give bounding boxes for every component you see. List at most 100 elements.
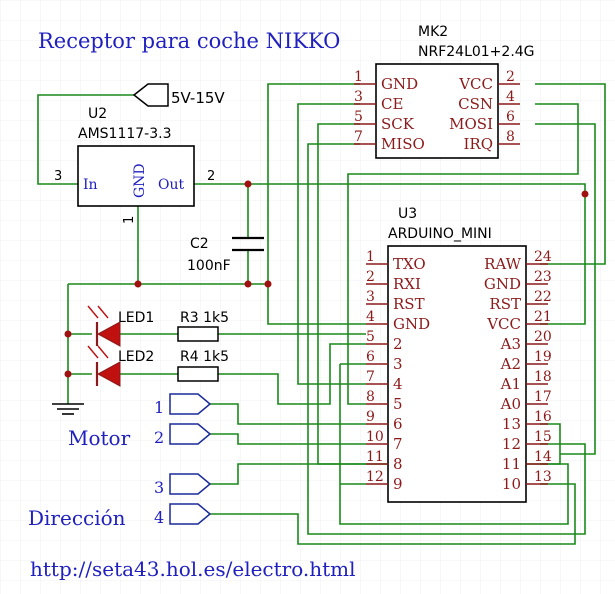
regulator-body bbox=[77, 145, 195, 207]
led1: LED1 R3 1k5 bbox=[87, 305, 229, 347]
connector-port-icon bbox=[169, 503, 212, 525]
arduino-right-pin-name: A3 bbox=[500, 335, 521, 353]
arduino-body bbox=[387, 245, 527, 503]
arduino-left-pin-name: 2 bbox=[393, 335, 403, 353]
arduino-left-pin-number: 9 bbox=[366, 409, 375, 425]
arduino-right-pin-name: GND bbox=[484, 275, 521, 293]
direccion-port-4: 4 bbox=[154, 508, 164, 527]
schematic-title: Receptor para coche NIKKO bbox=[38, 29, 340, 53]
arduino-left-pin-number: 7 bbox=[366, 369, 375, 385]
radio-left-pin-number: 5 bbox=[354, 109, 363, 125]
arduino-right-pin-name: 13 bbox=[502, 415, 521, 433]
radio-left-pin-name: GND bbox=[381, 75, 418, 93]
arduino-right-pin-number: 24 bbox=[534, 249, 552, 265]
junction-dot bbox=[244, 280, 252, 288]
resistor-icon bbox=[177, 326, 219, 342]
radio-right-pin-number: 6 bbox=[506, 109, 515, 125]
arduino-left-pin-name: GND bbox=[393, 315, 430, 333]
arduino-left-pin-name: 5 bbox=[393, 395, 403, 413]
regulator-ref: U2 bbox=[88, 106, 107, 122]
footer-url: http://seta43.hol.es/electro.html bbox=[30, 557, 356, 581]
power-input-flag: 5V-15V bbox=[132, 83, 225, 107]
ground-icon bbox=[52, 403, 84, 415]
power-label: 5V-15V bbox=[171, 89, 225, 107]
arduino-right-pin-number: 16 bbox=[534, 409, 552, 425]
led2: LED2 R4 1k5 bbox=[87, 345, 229, 387]
junctions bbox=[64, 180, 589, 378]
junction-dot bbox=[264, 280, 272, 288]
regulator-pin-in: In bbox=[83, 177, 98, 193]
arduino-left-pin-name: 7 bbox=[393, 435, 403, 453]
radio-right-pin-number: 8 bbox=[506, 129, 515, 145]
radio-value: NRF24L01+2.4G bbox=[418, 44, 535, 60]
direccion-label: Dirección bbox=[28, 506, 126, 530]
led-icon bbox=[96, 361, 121, 387]
arduino-right-pin-name: 11 bbox=[502, 455, 521, 473]
arduino-left-pin-number: 10 bbox=[366, 429, 384, 445]
led-icon bbox=[96, 321, 121, 347]
arduino-right-pin-number: 14 bbox=[534, 449, 552, 465]
direccion-port-3: 3 bbox=[154, 478, 164, 497]
arduino-right-pin-number: 21 bbox=[534, 309, 552, 325]
arduino-right-pin-name: RST bbox=[489, 295, 521, 313]
radio-left-pin-name: CE bbox=[381, 95, 403, 113]
arduino-right-pin-name: A1 bbox=[500, 375, 521, 393]
arduino-right-pin-number: 23 bbox=[534, 269, 552, 285]
radio-right-pin-name: VCC bbox=[458, 75, 493, 93]
arduino-left-pin-number: 6 bbox=[366, 349, 375, 365]
wires bbox=[37, 83, 606, 545]
arduino-right-pin-number: 22 bbox=[534, 289, 552, 305]
regulator-u2: U2 AMS1117-3.3 3 In Out 2 GND 1 bbox=[54, 106, 215, 224]
arduino-right-pin-number: 20 bbox=[534, 329, 552, 345]
arduino-left-pin-number: 5 bbox=[366, 329, 375, 345]
arduino-left-pin-number: 12 bbox=[366, 469, 384, 485]
regulator-pin-out: Out bbox=[158, 177, 184, 193]
junction-dot bbox=[244, 180, 252, 188]
arduino-right-pin-name: A2 bbox=[500, 355, 521, 373]
radio-ref: MK2 bbox=[418, 24, 448, 40]
led2-resistor: R4 1k5 bbox=[180, 349, 229, 365]
arduino-left-pin-name: 6 bbox=[393, 415, 403, 433]
direccion-connectors: 3 4 Dirección bbox=[28, 473, 212, 530]
arduino-right-pin-name: RAW bbox=[484, 255, 522, 273]
radio-left-pin-number: 3 bbox=[354, 89, 363, 105]
radio-left-pin-number: 1 bbox=[354, 69, 363, 85]
arduino-right-pin-number: 19 bbox=[534, 349, 552, 365]
regulator-pin-gnd: GND bbox=[132, 163, 148, 198]
radio-right-pin-name: MOSI bbox=[449, 115, 493, 133]
arduino-value: ARDUINO_MINI bbox=[388, 226, 492, 242]
radio-right-pin-name: IRQ bbox=[463, 135, 493, 153]
regulator-pin-out-num: 2 bbox=[207, 169, 215, 184]
connector-port-icon bbox=[169, 393, 212, 415]
junction-dot bbox=[64, 330, 72, 338]
arduino-left-pin-number: 11 bbox=[366, 449, 384, 465]
input-port-icon bbox=[132, 83, 169, 107]
regulator-value: AMS1117-3.3 bbox=[78, 126, 172, 142]
motor-port-1: 1 bbox=[154, 398, 164, 417]
arduino-left-pin-number: 1 bbox=[366, 249, 375, 265]
arduino-right-pin-number: 18 bbox=[534, 369, 552, 385]
radio-right-pin-number: 2 bbox=[506, 69, 515, 85]
arduino-left-pin-number: 3 bbox=[366, 289, 375, 305]
arduino-left-pin-name: 8 bbox=[393, 455, 403, 473]
motor-connectors: 1 2 Motor bbox=[68, 393, 212, 450]
arduino-left-pin-name: TXO bbox=[393, 255, 426, 273]
radio-right-pin-name: CSN bbox=[458, 95, 493, 113]
motor-label: Motor bbox=[68, 426, 131, 450]
led2-ref: LED2 bbox=[118, 349, 154, 365]
radio-left-pin-number: 7 bbox=[354, 129, 363, 145]
arduino-right-pin-name: 12 bbox=[502, 435, 521, 453]
radio-left-pin-name: SCK bbox=[381, 115, 415, 133]
junction-dot bbox=[581, 190, 589, 198]
regulator-pin-gnd-num: 1 bbox=[122, 216, 137, 224]
capacitor-c2: C2 100nF bbox=[187, 236, 264, 274]
regulator-pin-in-num: 3 bbox=[54, 169, 62, 184]
junction-dot bbox=[64, 370, 72, 378]
arduino-right-pin-number: 17 bbox=[534, 389, 552, 405]
capacitor-ref: C2 bbox=[190, 236, 209, 252]
